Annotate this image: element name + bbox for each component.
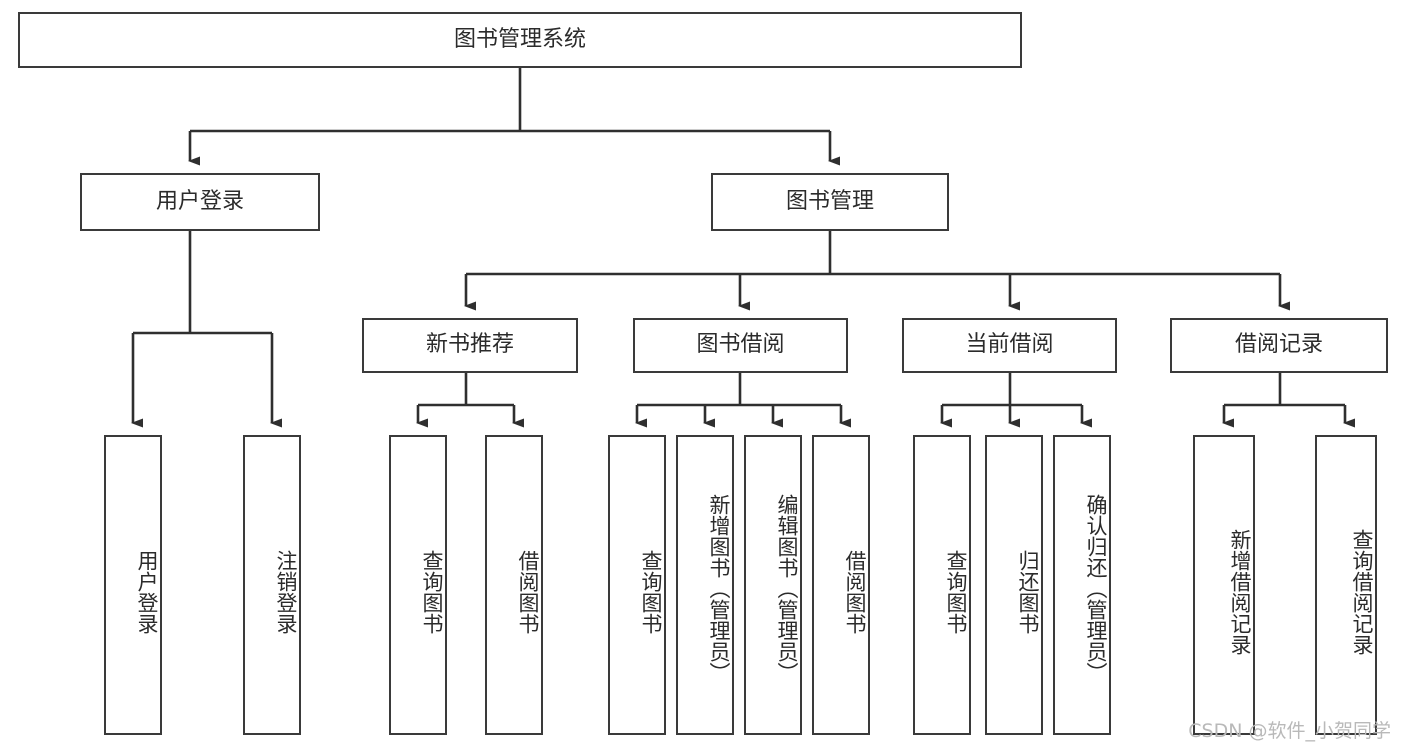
node-label: 查询图书 — [944, 550, 968, 634]
node-label: 确认归还（管理员） — [1084, 493, 1108, 683]
node-label: 新增借阅记录 — [1228, 529, 1252, 655]
node-leaf-edit-book-admin[interactable]: 编辑图书（管理员） — [744, 435, 802, 735]
node-label: 图书借阅 — [696, 332, 785, 358]
node-book-borrow[interactable]: 图书借阅 — [633, 318, 848, 373]
node-new-book-recommend[interactable]: 新书推荐 — [362, 318, 578, 373]
node-leaf-user-login[interactable]: 用户登录 — [104, 435, 162, 735]
node-label: 借阅记录 — [1234, 332, 1323, 358]
watermark-text: CSDN @软件_小贺同学 — [1188, 720, 1391, 742]
node-leaf-query-book-recommend[interactable]: 查询图书 — [389, 435, 447, 735]
node-label: 当前借阅 — [965, 332, 1054, 358]
node-leaf-borrow-book-recommend[interactable]: 借阅图书 — [485, 435, 543, 735]
node-label: 查询借阅记录 — [1350, 529, 1374, 655]
node-label: 图书管理系统 — [453, 26, 586, 52]
node-leaf-query-book-borrow[interactable]: 查询图书 — [608, 435, 666, 735]
node-label: 新增图书（管理员） — [707, 493, 731, 683]
node-label: 查询图书 — [420, 550, 444, 634]
node-leaf-add-borrow-record[interactable]: 新增借阅记录 — [1193, 435, 1255, 735]
node-leaf-query-borrow-record[interactable]: 查询借阅记录 — [1315, 435, 1377, 735]
node-label: 归还图书 — [1016, 550, 1040, 634]
node-label: 用户登录 — [135, 550, 159, 634]
node-leaf-confirm-return-admin[interactable]: 确认归还（管理员） — [1053, 435, 1111, 735]
node-label: 注销登录 — [274, 550, 298, 634]
node-root-book-management-system[interactable]: 图书管理系统 — [18, 12, 1022, 68]
node-user-login[interactable]: 用户登录 — [80, 173, 320, 231]
node-label: 新书推荐 — [425, 332, 514, 358]
node-label: 查询图书 — [639, 550, 663, 634]
node-borrow-record[interactable]: 借阅记录 — [1170, 318, 1388, 373]
node-label: 用户登录 — [155, 188, 244, 214]
node-current-borrow[interactable]: 当前借阅 — [902, 318, 1117, 373]
node-leaf-add-book-admin[interactable]: 新增图书（管理员） — [676, 435, 734, 735]
node-leaf-return-book[interactable]: 归还图书 — [985, 435, 1043, 735]
node-label: 借阅图书 — [516, 550, 540, 634]
node-label: 编辑图书（管理员） — [775, 493, 799, 683]
node-label: 借阅图书 — [843, 550, 867, 634]
node-leaf-logout[interactable]: 注销登录 — [243, 435, 301, 735]
node-book-management[interactable]: 图书管理 — [711, 173, 949, 231]
node-leaf-borrow-book[interactable]: 借阅图书 — [812, 435, 870, 735]
node-leaf-query-book-current[interactable]: 查询图书 — [913, 435, 971, 735]
node-label: 图书管理 — [785, 188, 874, 214]
